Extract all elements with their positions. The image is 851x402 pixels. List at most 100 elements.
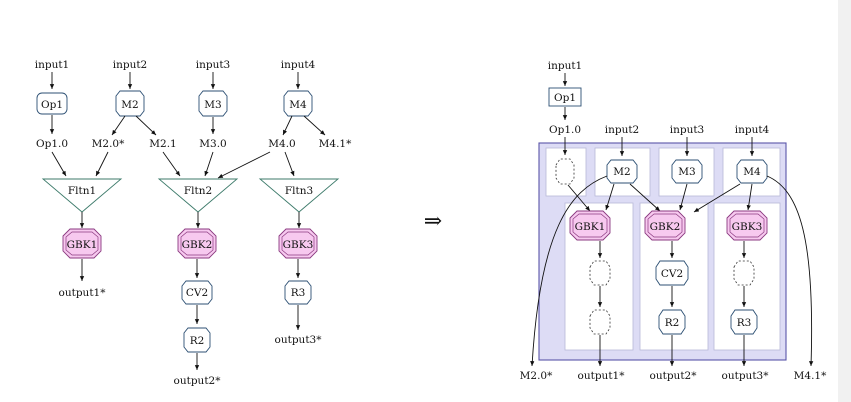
right-identity-mapper-node [555, 158, 575, 185]
transform-arrow-symbol: ⇒ [424, 209, 442, 234]
left-output1-label: output1* [59, 287, 107, 299]
left-r3-node [284, 280, 312, 305]
left-input4-label: input4 [281, 59, 316, 71]
right-input4-label: input4 [735, 124, 770, 136]
right-graph: input1 Op1 Op1.0 input2 input3 input4 M2… [520, 60, 827, 382]
page-scroll-strip[interactable] [838, 0, 851, 402]
left-m2-node [115, 90, 145, 117]
left-edge-m4-m41 [303, 115, 326, 136]
left-m3-label: M3 [204, 99, 221, 111]
right-op1-label: Op1 [554, 92, 576, 104]
right-m3-label: M3 [678, 166, 695, 178]
right-m3-node [671, 159, 703, 184]
left-cv2-node [181, 280, 213, 305]
right-gbk1-label: GBK1 [575, 221, 606, 233]
right-m41-output-label: M4.1* [794, 370, 827, 382]
left-gbk3-label: GBK3 [283, 239, 314, 251]
right-edge-identity-gbk1 [567, 184, 591, 212]
right-gbk3-node [726, 210, 768, 241]
right-input3-label: input3 [670, 124, 705, 136]
right-gbk2-label: GBK2 [650, 221, 681, 233]
right-output2-label: output2* [650, 370, 698, 382]
left-gbk2-node [177, 228, 217, 259]
left-m40-label: M4.0 [268, 138, 295, 150]
right-gbk2-inner [647, 213, 683, 238]
left-output2-label: output2* [174, 375, 222, 387]
right-edge-m4-m41out [766, 175, 814, 367]
left-m41-label: M4.1* [319, 138, 352, 150]
left-r3-label: R3 [291, 287, 306, 299]
left-r2-label: R2 [190, 335, 205, 347]
left-gbk3-inner [281, 231, 315, 256]
left-input2-label: input2 [113, 59, 148, 71]
left-gbk3-node [278, 228, 318, 259]
left-fltn1-label: Fltn1 [68, 185, 96, 197]
left-gbk2-label: GBK2 [182, 239, 213, 251]
right-gbk2-node [644, 210, 686, 241]
right-m4-node [736, 159, 768, 184]
left-edge-m2-m20 [111, 115, 126, 136]
right-edge-m3-gbk2 [679, 183, 688, 211]
left-op1out-label: Op1.0 [36, 138, 68, 150]
right-op1-node [548, 87, 582, 107]
right-gbk1-inner [572, 213, 608, 238]
left-op1-node [36, 92, 68, 115]
left-edge-m30-fltn2 [204, 151, 214, 177]
right-identity-combiner-node [589, 260, 611, 286]
left-edge-m4-m40 [282, 115, 293, 136]
left-op1-label: Op1 [41, 99, 63, 111]
left-m30-label: M3.0 [199, 138, 226, 150]
right-edge-m4-gbk2 [693, 183, 741, 213]
left-fltn3-node [258, 178, 340, 213]
left-edge-m2-m21 [135, 115, 157, 136]
right-r2-label: R2 [665, 317, 680, 329]
left-m21-label: M2.1 [149, 138, 176, 150]
right-output1-label: output1* [578, 370, 626, 382]
left-edge-m40-fltn3 [284, 151, 295, 177]
left-fltn1-node [41, 178, 123, 213]
left-m3-node [198, 90, 228, 117]
left-input3-label: input3 [196, 59, 231, 71]
left-gbk1-node [62, 228, 102, 259]
left-cv2-label: CV2 [186, 287, 208, 299]
left-m4-node [283, 90, 313, 117]
right-identity-combiner-3-node [733, 260, 755, 286]
left-fltn2-node [157, 178, 239, 213]
left-edge-m21-fltn2 [162, 151, 181, 177]
left-r2-node [183, 327, 211, 353]
right-identity-reducer-node [589, 309, 611, 335]
right-m2-node [606, 159, 638, 184]
right-input2-label: input2 [605, 124, 640, 136]
left-fltn2-label: Fltn2 [184, 185, 212, 197]
left-graph: input1 input2 input3 input4 Op1 M2 M3 M4… [35, 59, 352, 387]
right-cv2-node [655, 260, 689, 286]
right-cv2-label: CV2 [661, 268, 683, 280]
left-input1-label: input1 [35, 59, 70, 71]
right-m20-output-label: M2.0* [520, 370, 553, 382]
left-edge-m20-fltn1 [95, 151, 109, 177]
left-m2-label: M2 [121, 99, 138, 111]
left-m20-label: M2.0* [92, 138, 125, 150]
right-m2-label: M2 [613, 166, 630, 178]
left-output3-label: output3* [275, 334, 323, 346]
right-gbk1-node [569, 210, 611, 241]
right-r2-node [658, 309, 686, 335]
left-gbk1-inner [65, 231, 99, 256]
right-m4-label: M4 [743, 166, 761, 178]
right-edge-m2-gbk2 [629, 183, 661, 212]
right-gbk3-inner [729, 213, 765, 238]
right-op1out-label: Op1.0 [549, 124, 581, 136]
right-output3-label: output3* [722, 370, 770, 382]
left-m4-label: M4 [289, 99, 307, 111]
right-edge-m2-gbk1 [605, 183, 615, 211]
left-gbk2-inner [180, 231, 214, 256]
right-edge-m4-gbk3 [746, 183, 753, 211]
right-input1-label: input1 [548, 60, 583, 72]
right-r3-node [730, 309, 758, 335]
right-edge-m2-m20out [530, 175, 608, 367]
right-r3-label: R3 [737, 317, 752, 329]
left-gbk1-label: GBK1 [67, 239, 98, 251]
left-fltn3-label: Fltn3 [285, 185, 313, 197]
left-edge-m40-fltn2 [217, 151, 271, 179]
